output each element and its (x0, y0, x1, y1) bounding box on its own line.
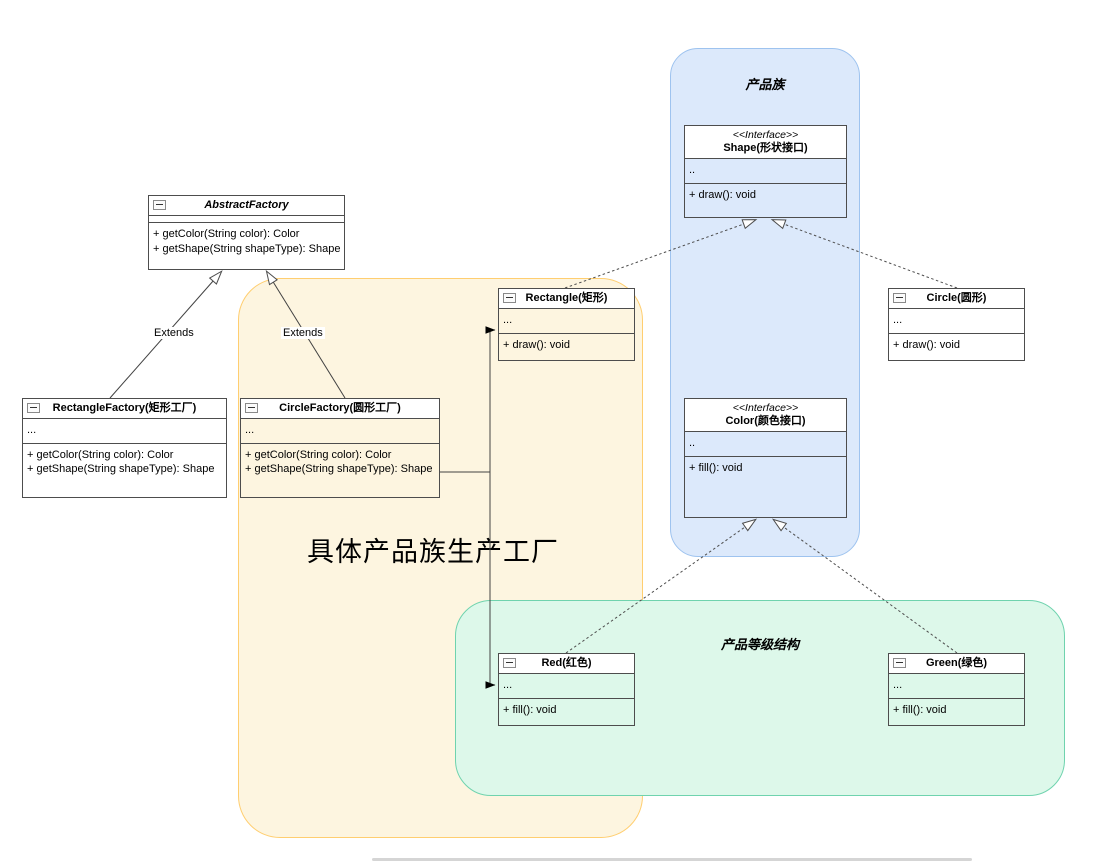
class-name: Green(绿色) (925, 657, 988, 669)
method: + getShape(String shapeType): Shape (245, 463, 433, 476)
collapse-icon[interactable] (893, 293, 906, 303)
class-name: Red(红色) (541, 657, 592, 669)
minus-glyph (506, 297, 513, 298)
methods-section: + getColor(String color): Color + getSha… (241, 444, 439, 498)
fields-section: ... (23, 419, 226, 444)
minus-glyph (30, 407, 37, 408)
interface-color[interactable]: <<Interface>> Color(颜色接口) .. + fill(): v… (684, 398, 847, 518)
minus-glyph (506, 662, 513, 663)
interface-title-bar: <<Interface>> Color(颜色接口) (685, 399, 846, 432)
class-name: Circle(圆形) (926, 292, 987, 304)
methods-section: + draw(): void (499, 334, 634, 361)
interface-title-bar: <<Interface>> Shape(形状接口) (685, 126, 846, 159)
method: + fill(): void (689, 461, 743, 474)
fields-section: ... (499, 674, 634, 699)
class-title-bar: RectangleFactory(矩形工厂) (23, 399, 226, 419)
method: + getColor(String color): Color (27, 448, 174, 461)
collapse-icon[interactable] (503, 293, 516, 303)
method: + draw(): void (893, 338, 960, 351)
methods-section: + draw(): void (685, 184, 846, 217)
concrete-factories-label: 具体产品族生产工厂 (307, 537, 559, 567)
class-title-bar: Circle(圆形) (889, 289, 1024, 309)
minus-glyph (156, 204, 163, 205)
method: + getShape(String shapeType): Shape (153, 242, 341, 255)
stereotype: <<Interface>> (732, 129, 799, 141)
class-name: RectangleFactory(矩形工厂) (52, 402, 197, 414)
product-family-label: 产品族 (745, 77, 785, 92)
method: + getShape(String shapeType): Shape (27, 463, 215, 476)
methods-section: + fill(): void (499, 699, 634, 726)
class-green[interactable]: Green(绿色) ... + fill(): void (888, 653, 1025, 726)
methods-section: + getColor(String color): Color + getSha… (23, 444, 226, 498)
minus-glyph (248, 407, 255, 408)
horizontal-scrollbar[interactable] (372, 858, 972, 861)
extends-label-right: Extends (281, 327, 325, 339)
methods-section: + fill(): void (685, 457, 846, 517)
collapse-icon[interactable] (245, 403, 258, 413)
collapse-icon[interactable] (893, 658, 906, 668)
class-title-bar: AbstractFactory (149, 196, 344, 216)
collapse-icon[interactable] (503, 658, 516, 668)
fields-section (149, 216, 344, 223)
interface-name: Shape(形状接口) (723, 142, 808, 155)
method: + draw(): void (689, 188, 756, 201)
class-name: AbstractFactory (204, 199, 289, 211)
class-title-bar: Green(绿色) (889, 654, 1024, 674)
fields-section: ... (241, 419, 439, 444)
product-hierarchy-label: 产品等级结构 (720, 637, 799, 652)
class-abstract-factory[interactable]: AbstractFactory + getColor(String color)… (148, 195, 345, 270)
class-name: Rectangle(矩形) (525, 292, 608, 304)
class-circle-factory[interactable]: CircleFactory(圆形工厂) ... + getColor(Strin… (240, 398, 440, 498)
fields-section: ... (499, 309, 634, 334)
fields-section: ... (889, 309, 1024, 334)
class-title-bar: Red(红色) (499, 654, 634, 674)
fields-section: ... (889, 674, 1024, 699)
method: + getColor(String color): Color (245, 448, 392, 461)
fields-section: .. (685, 432, 846, 457)
method: + fill(): void (503, 703, 557, 716)
method: + fill(): void (893, 703, 947, 716)
class-circle[interactable]: Circle(圆形) ... + draw(): void (888, 288, 1025, 361)
methods-section: + draw(): void (889, 334, 1024, 361)
methods-section: + getColor(String color): Color + getSha… (149, 223, 344, 269)
method: + getColor(String color): Color (153, 227, 300, 240)
interface-name: Color(颜色接口) (725, 415, 806, 428)
method: + draw(): void (503, 338, 570, 351)
methods-section: + fill(): void (889, 699, 1024, 726)
class-name: CircleFactory(圆形工厂) (279, 402, 401, 414)
fields-section: .. (685, 159, 846, 184)
class-title-bar: Rectangle(矩形) (499, 289, 634, 309)
collapse-icon[interactable] (153, 200, 166, 210)
interface-shape[interactable]: <<Interface>> Shape(形状接口) .. + draw(): v… (684, 125, 847, 218)
extends-label-left: Extends (152, 327, 196, 339)
class-rectangle[interactable]: Rectangle(矩形) ... + draw(): void (498, 288, 635, 361)
class-title-bar: CircleFactory(圆形工厂) (241, 399, 439, 419)
class-rectangle-factory[interactable]: RectangleFactory(矩形工厂) ... + getColor(St… (22, 398, 227, 498)
minus-glyph (896, 662, 903, 663)
collapse-icon[interactable] (27, 403, 40, 413)
class-red[interactable]: Red(红色) ... + fill(): void (498, 653, 635, 726)
stereotype: <<Interface>> (732, 402, 799, 414)
minus-glyph (896, 297, 903, 298)
